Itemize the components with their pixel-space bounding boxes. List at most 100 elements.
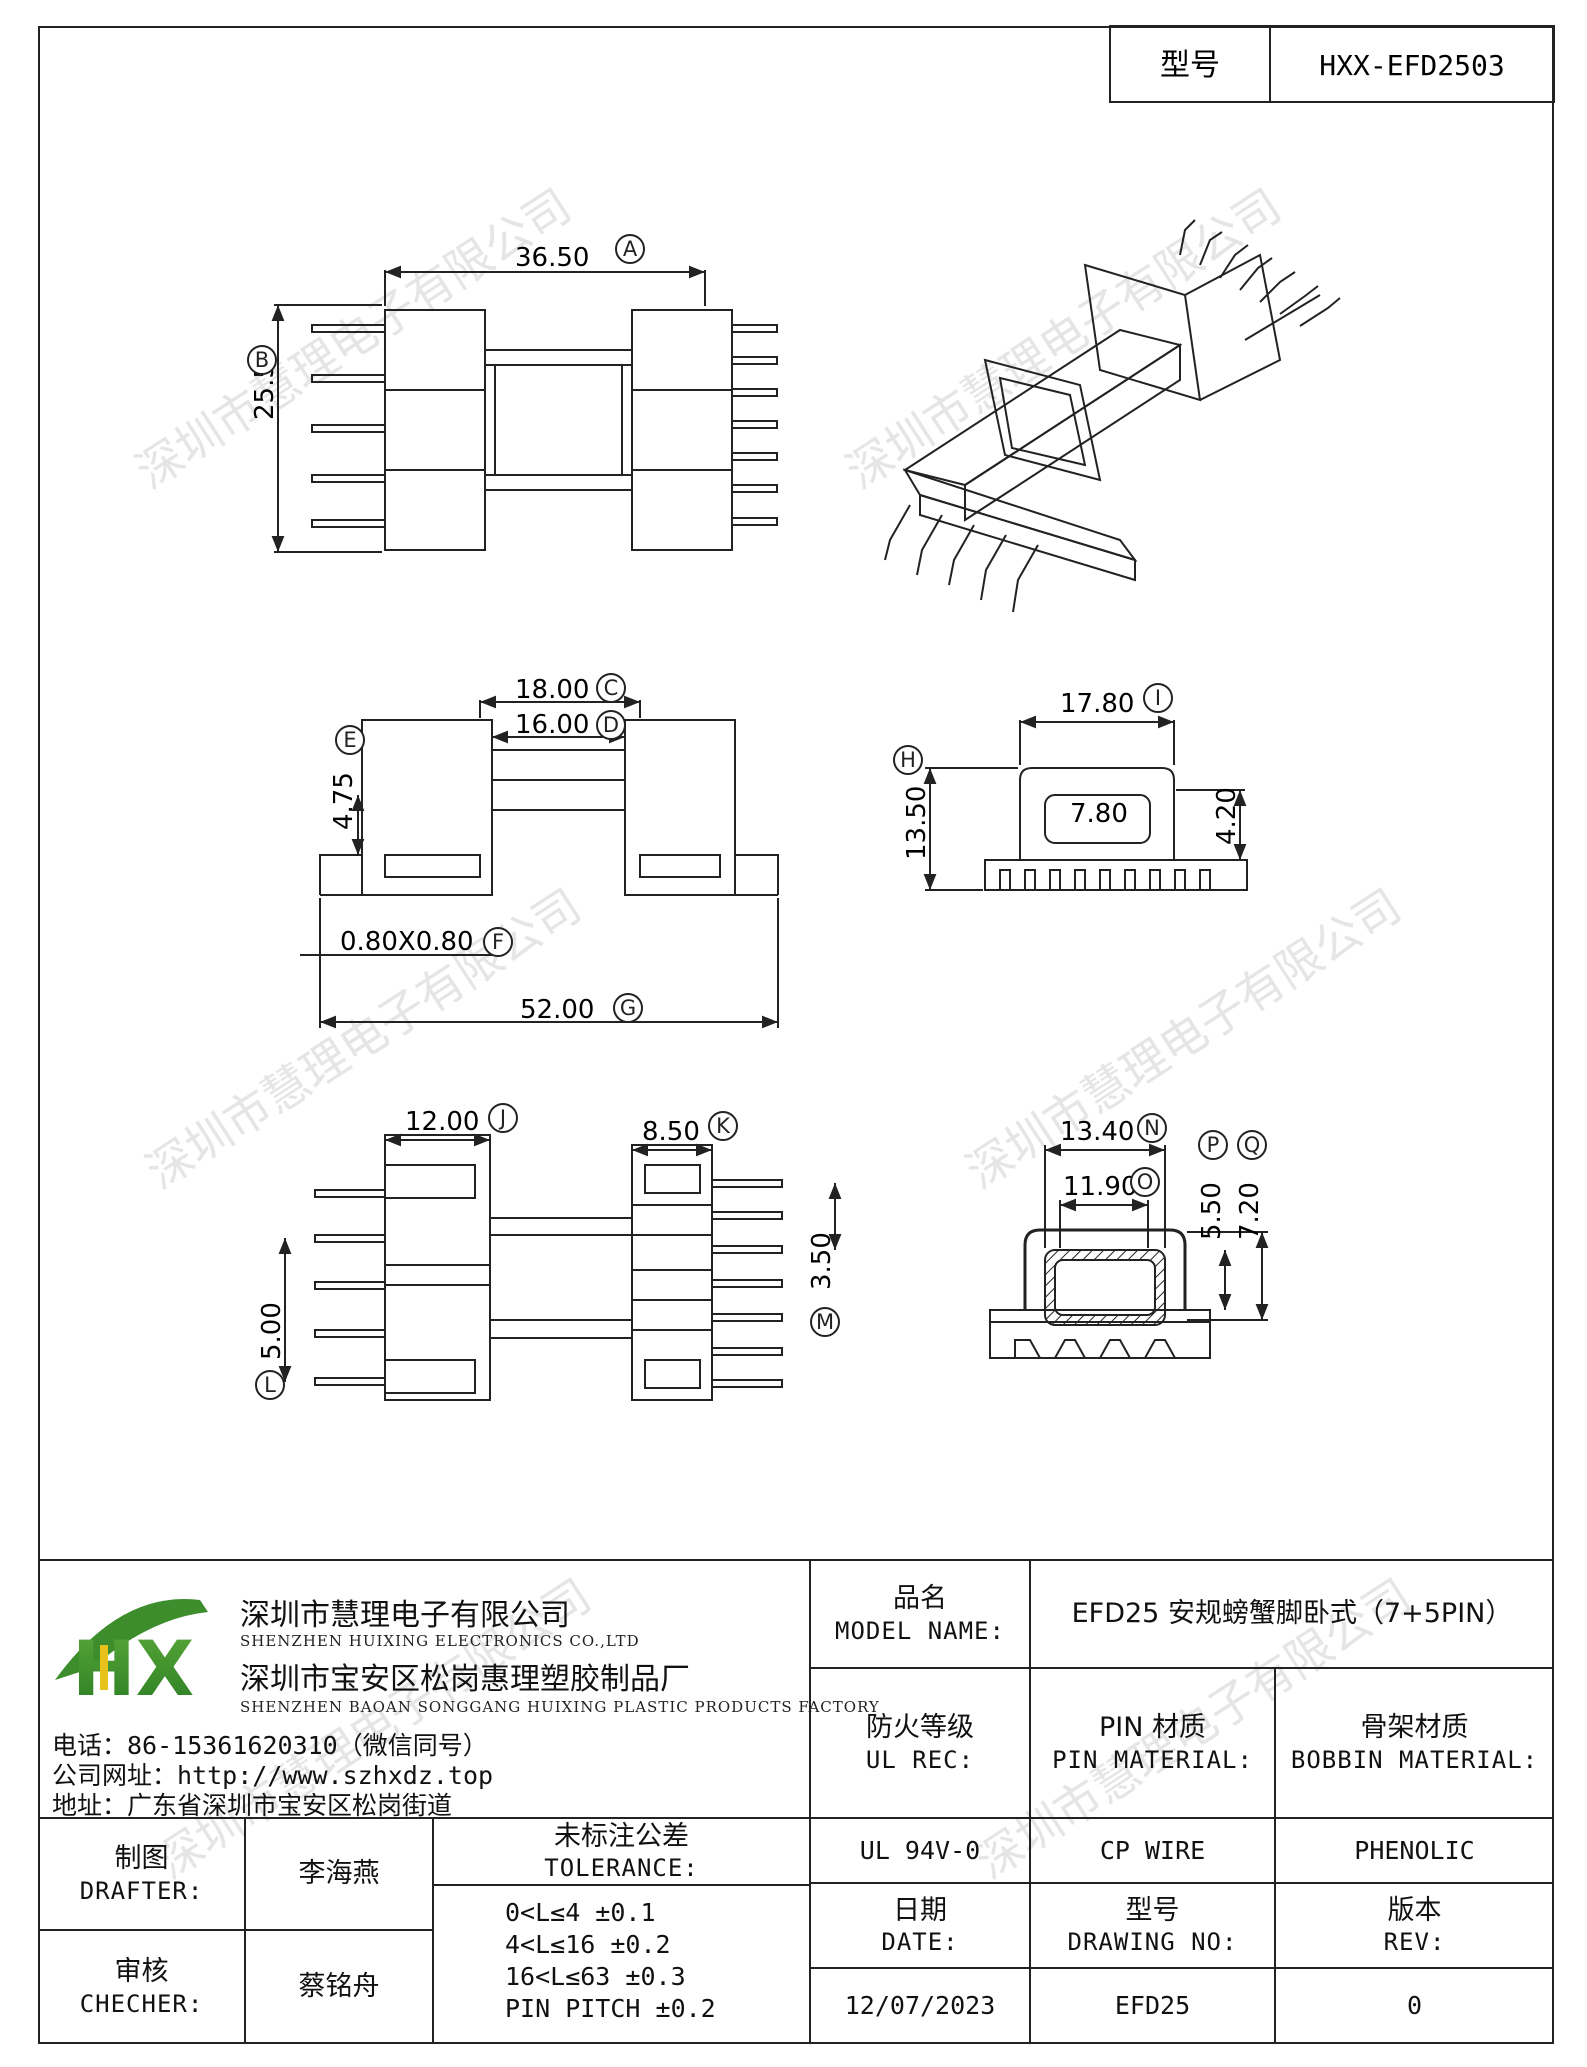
bobbin-material-label-zh: 骨架材质 — [1360, 1712, 1469, 1744]
svg-text:H: H — [900, 748, 916, 772]
watermark-text-2: 深圳市慧理电子有限公司 — [837, 178, 1291, 499]
dim-L-value: 5.00 — [257, 1302, 287, 1360]
model-name-value-cell: EFD25 安规螃蟹脚卧式（7+5PIN） — [1030, 1560, 1554, 1668]
callout-K: K — [708, 1111, 738, 1141]
callout-N: N — [1137, 1113, 1167, 1143]
callout-P: P — [1198, 1130, 1228, 1160]
svg-text:C: C — [604, 676, 619, 700]
model-name-label: 品名 MODEL NAME: — [810, 1560, 1030, 1668]
watermark-text-1: 深圳市慧理电子有限公司 — [127, 178, 581, 499]
drafter-label-en: DRAFTER: — [79, 1876, 204, 1905]
callout-C: C — [596, 673, 626, 703]
svg-text:M: M — [816, 1310, 834, 1334]
dim-D-value: 16.00 — [515, 710, 589, 740]
dim-M-value: 3.50 — [807, 1232, 837, 1290]
date-label: 日期 DATE: — [810, 1883, 1030, 1968]
callout-J: J — [488, 1103, 518, 1133]
tolerance-label-zh: 未标注公差 — [554, 1820, 689, 1852]
ul-rec-label-zh: 防火等级 — [866, 1712, 974, 1744]
drawing-no-label: 型号 DRAWING NO: — [1030, 1883, 1275, 1968]
drawing-no-value: EFD25 — [1114, 1991, 1191, 2021]
rev-label-en: REV: — [1383, 1928, 1446, 1957]
dim-A-value: 36.50 — [515, 243, 589, 273]
date-label-zh: 日期 — [893, 1894, 947, 1926]
rev-value-cell: 0 — [1275, 1968, 1554, 2044]
ul-rec-value-cell: UL 94V-0 — [810, 1818, 1030, 1883]
dim-E-value: 4.75 — [329, 772, 359, 830]
dim-C-value: 18.00 — [515, 675, 589, 705]
dim-J-value: 12.00 — [405, 1107, 479, 1137]
drafter-label: 制图 DRAFTER: — [38, 1818, 245, 1930]
bobbin-material-label: 骨架材质 BOBBIN MATERIAL: — [1275, 1668, 1554, 1818]
callout-L: L — [255, 1370, 285, 1400]
tolerance-label-en: TOLERANCE: — [544, 1854, 699, 1883]
checker-value-cell: 蔡铭舟 — [245, 1930, 433, 2044]
title-block-grid — [38, 1559, 1554, 2044]
company-website: 公司网址：http://www.szhxdz.top — [52, 1761, 494, 1790]
svg-text:D: D — [603, 713, 619, 737]
model-name-label-zh: 品名 — [893, 1583, 947, 1615]
svg-text:L: L — [264, 1373, 276, 1397]
dim-I-value: 17.80 — [1060, 689, 1134, 719]
callout-G: G — [613, 993, 643, 1023]
svg-text:O: O — [1137, 1170, 1154, 1194]
callout-H: H — [893, 745, 923, 775]
end-view — [923, 715, 1248, 891]
callout-group: A B C D E F G H I J K L M N O P Q — [247, 234, 1267, 1400]
pin-material-label-en: PIN MATERIAL: — [1052, 1745, 1253, 1774]
tolerance-row-4: PIN PITCH ±0.2 — [505, 1994, 716, 2023]
factory-name-zh: 深圳市宝安区松岗惠理塑胶制品厂 — [240, 1662, 690, 1697]
header-model-value: HXX-EFD2503 — [1319, 49, 1504, 82]
dim-side-height-value: 4.20 — [1212, 787, 1242, 845]
ul-rec-label-en: UL REC: — [865, 1745, 975, 1774]
checker-label-en: CHECHER: — [79, 1989, 204, 2018]
bobbin-material-label-en: BOBBIN MATERIAL: — [1290, 1745, 1539, 1774]
dim-F-value: 0.80X0.80 — [340, 927, 474, 957]
checker-label-zh: 审核 — [114, 1956, 169, 1988]
svg-text:J: J — [498, 1106, 506, 1130]
header-model-label: 型号 — [1160, 48, 1220, 83]
callout-M: M — [810, 1307, 840, 1337]
bobbin-material-value: PHENOLIC — [1354, 1835, 1475, 1865]
dim-P-value: 5.50 — [1197, 1182, 1227, 1240]
callout-B: B — [247, 345, 277, 375]
drawing-no-label-en: DRAWING NO: — [1067, 1928, 1238, 1957]
callout-E: E — [335, 725, 365, 755]
callout-I: I — [1143, 683, 1173, 713]
rev-label: 版本 REV: — [1275, 1883, 1554, 1968]
drafter-value: 李海燕 — [298, 1858, 380, 1890]
callout-F: F — [483, 927, 513, 957]
isometric-view — [884, 219, 1341, 613]
pin-material-value-cell: CP WIRE — [1030, 1818, 1275, 1883]
company-phone: 电话：86-15361620310（微信同号） — [52, 1731, 488, 1760]
tolerance-label: 未标注公差 TOLERANCE: — [433, 1818, 810, 1885]
svg-text:N: N — [1144, 1116, 1160, 1140]
ul-rec-value: UL 94V-0 — [859, 1835, 981, 1865]
top-view — [271, 265, 778, 553]
drafter-label-zh: 制图 — [114, 1843, 169, 1875]
factory-name-en: SHENZHEN BAOAN SONGGANG HUIXING PLASTIC … — [240, 1698, 880, 1716]
pin-material-label-zh: PIN 材质 — [1098, 1712, 1207, 1744]
svg-text:Q: Q — [1244, 1133, 1261, 1157]
dim-Q-value: 7.20 — [1235, 1182, 1265, 1240]
svg-text:G: G — [620, 996, 636, 1020]
callout-D: D — [596, 710, 626, 740]
section-view — [989, 1143, 1269, 1359]
drawing-no-label-zh: 型号 — [1125, 1894, 1180, 1926]
watermark-text-4: 深圳市慧理电子有限公司 — [957, 878, 1411, 1199]
company-name-zh: 深圳市慧理电子有限公司 — [240, 1598, 570, 1633]
rev-label-zh: 版本 — [1387, 1894, 1442, 1926]
tolerance-row-3: 16<L≤63 ±0.3 — [505, 1962, 686, 1991]
tolerance-row-2: 4<L≤16 ±0.2 — [505, 1930, 671, 1959]
bobbin-material-value-cell: PHENOLIC — [1275, 1818, 1554, 1883]
svg-text:K: K — [716, 1114, 731, 1138]
callout-O: O — [1130, 1167, 1160, 1197]
model-name-label-en: MODEL NAME: — [835, 1616, 1005, 1645]
svg-text:A: A — [623, 237, 638, 261]
ul-rec-label: 防火等级 UL REC: — [810, 1668, 1030, 1818]
svg-text:HX: HX — [72, 1624, 194, 1713]
svg-text:F: F — [492, 930, 504, 954]
drafter-value-cell: 李海燕 — [245, 1818, 433, 1930]
date-value-cell: 12/07/2023 — [810, 1968, 1030, 2044]
